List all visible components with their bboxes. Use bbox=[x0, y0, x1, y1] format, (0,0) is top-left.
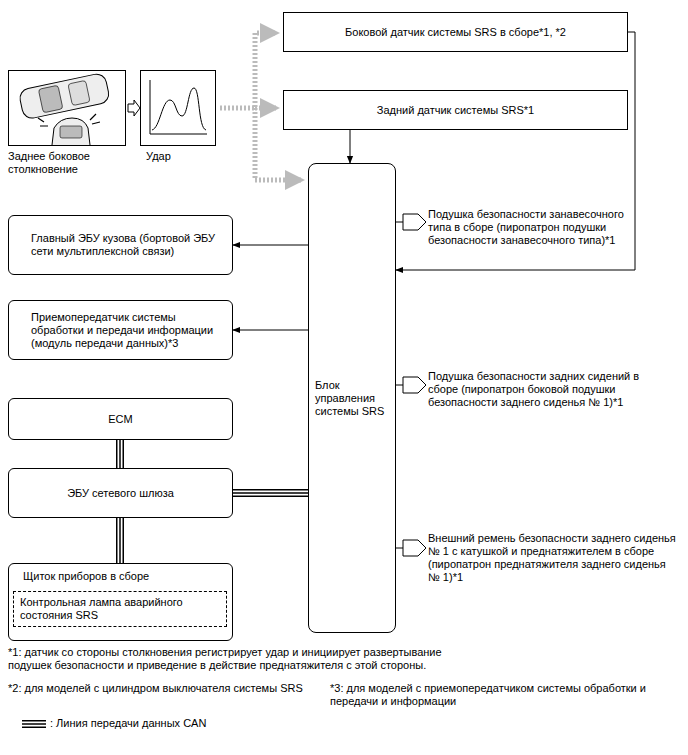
footnote: *2: для моделей с цилиндром выключателя … bbox=[8, 682, 318, 695]
can-stroke bbox=[116, 440, 124, 468]
sensor-box: Боковой датчик системы SRS в сборе*1, *2 bbox=[283, 12, 628, 52]
connector-stroke bbox=[396, 548, 403, 549]
connector-stroke bbox=[350, 130, 351, 163]
connector-stroke bbox=[396, 222, 403, 223]
connector-stroke bbox=[396, 32, 635, 270]
node-text: Контрольная лампа аварийного состояния S… bbox=[20, 596, 220, 622]
can-line-sample bbox=[22, 724, 46, 725]
can-stroke bbox=[119, 440, 121, 468]
signal-line bbox=[350, 130, 351, 163]
ecu-box: Главный ЭБУ кузова (бортовой ЭБУ сети му… bbox=[8, 215, 233, 275]
signal-line bbox=[233, 330, 308, 331]
meter-box: Щиток приборов в сбореКонтрольная лампа … bbox=[8, 563, 233, 641]
can-line bbox=[120, 440, 121, 468]
impact-graph bbox=[141, 71, 216, 146]
warning-lamp-box: Контрольная лампа аварийного состояния S… bbox=[13, 591, 227, 627]
can-line bbox=[120, 518, 121, 563]
ecu-box: ECM bbox=[8, 398, 233, 440]
node-text: Блок управления системы SRS bbox=[315, 379, 389, 418]
squib-symbol bbox=[403, 214, 426, 556]
node-text: Щиток приборов в сборе bbox=[23, 570, 228, 583]
signal-line bbox=[233, 245, 308, 246]
connector-stroke bbox=[233, 330, 308, 331]
can-stroke bbox=[118, 518, 123, 563]
can-stroke bbox=[119, 518, 121, 563]
node-text: ECM bbox=[108, 413, 132, 426]
squib-item: Подушка безопасности задних сидений в сб… bbox=[403, 370, 655, 409]
legend-text: : Линия передачи данных CAN bbox=[50, 717, 206, 730]
node-text: Приемопередатчик системы обработки и пер… bbox=[31, 311, 224, 350]
squib-item: Внешний ремень безопасности заднего сиде… bbox=[403, 532, 678, 584]
node-text: Подушка безопасности задних сидений в сб… bbox=[428, 370, 655, 409]
can-stroke bbox=[116, 518, 124, 563]
node-text: Задний датчик системы SRS*1 bbox=[377, 104, 534, 117]
ecu-box: Приемопередатчик системы обработки и пер… bbox=[8, 300, 233, 360]
node-text: Боковой датчик системы SRS в сборе*1, *2 bbox=[345, 26, 566, 39]
connector-stroke bbox=[396, 385, 403, 386]
sensor-box: Задний датчик системы SRS*1 bbox=[283, 90, 628, 130]
signal-line bbox=[396, 548, 403, 549]
node-text: Подушка безопасности занавесочного типа … bbox=[428, 208, 627, 247]
can-stroke bbox=[233, 491, 308, 496]
squib-item: Подушка безопасности занавесочного типа … bbox=[403, 208, 627, 247]
can-line bbox=[233, 493, 308, 494]
footnote: *1: датчик со стороны столкновения регис… bbox=[8, 646, 468, 672]
node-text: Внешний ремень безопасности заднего сиде… bbox=[428, 532, 678, 584]
can-stroke bbox=[233, 489, 308, 497]
node-text: ЭБУ сетевого шлюза bbox=[67, 487, 174, 500]
can-stroke bbox=[118, 440, 123, 468]
caption: Удар bbox=[146, 150, 206, 163]
signal-line bbox=[396, 222, 403, 223]
crash-illustration bbox=[9, 71, 126, 146]
hollow-arrow bbox=[128, 100, 140, 116]
node-text: Главный ЭБУ кузова (бортовой ЭБУ сети му… bbox=[31, 232, 224, 258]
can-stroke bbox=[233, 492, 308, 494]
control-unit-box: Блок управления системы SRS bbox=[308, 163, 396, 633]
connector-stroke bbox=[233, 245, 308, 246]
ecu-box: ЭБУ сетевого шлюза bbox=[8, 468, 233, 518]
signal-line bbox=[396, 32, 635, 270]
footnote: *3: для моделей с приемопередатчиком сис… bbox=[330, 682, 670, 708]
caption: Заднее боковое столкновение bbox=[8, 150, 128, 176]
signal-line bbox=[396, 385, 403, 386]
